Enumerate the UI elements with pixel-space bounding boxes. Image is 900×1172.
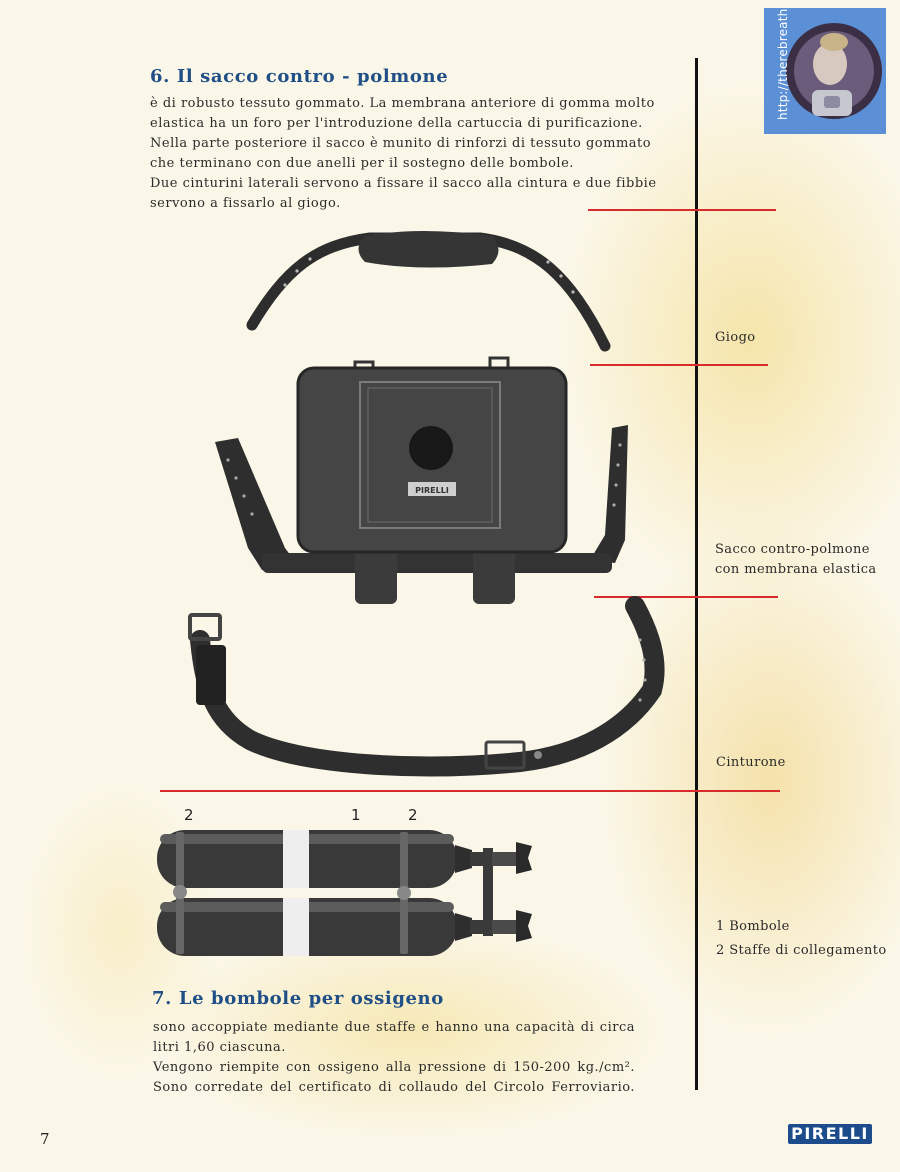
paragraph-line: è di robusto tessuto gommato. La membran… [150, 96, 655, 111]
section-6-heading: 6. Il sacco contro - polmone [150, 66, 449, 87]
section-6-paragraph: è di robusto tessuto gommato. La membran… [150, 94, 657, 214]
counter-lung-bag-figure: PIRELLI [215, 356, 628, 604]
label-line: 1 Bombole [716, 919, 790, 934]
label-sacco: Sacco contro-polmone con membrana elasti… [715, 540, 877, 580]
paragraph-line: sono accoppiate mediante due staffe e ha… [153, 1020, 635, 1035]
paragraph-line: Vengono riempite con ossigeno alla press… [153, 1060, 635, 1075]
bag-brand-badge: PIRELLI [415, 486, 449, 495]
oxygen-cylinders-figure [157, 830, 532, 956]
label-line: con membrana elastica [715, 562, 877, 577]
paragraph-line: Due cinturini laterali servono a fissare… [150, 176, 657, 191]
callout-number: 1 [351, 806, 361, 824]
section-7-heading: 7. Le bombole per ossigeno [152, 988, 444, 1009]
callout-number: 2 [184, 806, 194, 824]
paragraph-line: servono a fissarlo al giogo. [150, 196, 341, 211]
diver-helmet-icon [786, 23, 882, 119]
label-line: 2 Staffe di collegamento [716, 943, 887, 958]
label-giogo: Giogo [715, 330, 756, 345]
section-7-paragraph: sono accoppiate mediante due staffe e ha… [153, 1018, 635, 1098]
pirelli-logo: PIRELLI [788, 1124, 872, 1144]
paragraph-line: Nella parte posteriore il sacco è munito… [150, 136, 652, 151]
paragraph-line: Sono corredate del certificato di collau… [153, 1080, 635, 1095]
page-number: 7 [40, 1130, 50, 1148]
label-cinturone: Cinturone [716, 755, 786, 770]
label-line: Sacco contro-polmone [715, 542, 870, 557]
yoke-strap-figure [246, 231, 611, 352]
paragraph-line: litri 1,60 ciascuna. [153, 1040, 286, 1055]
site-watermark-stamp: http://therebreathersite.nl [764, 8, 886, 134]
label-bombole-legend: 1 Bombole 2 Staffe di collegamento [716, 917, 887, 961]
red-rule [590, 364, 768, 366]
vertical-divider [695, 58, 698, 1090]
paragraph-line: che terminano con due anelli per il sost… [150, 156, 574, 171]
red-rule [588, 209, 776, 211]
paragraph-line: elastica ha un foro per l'introduzione d… [150, 116, 643, 131]
belt-figure [188, 596, 665, 777]
red-rule [594, 596, 778, 598]
callout-number: 2 [408, 806, 418, 824]
red-rule [160, 790, 780, 792]
